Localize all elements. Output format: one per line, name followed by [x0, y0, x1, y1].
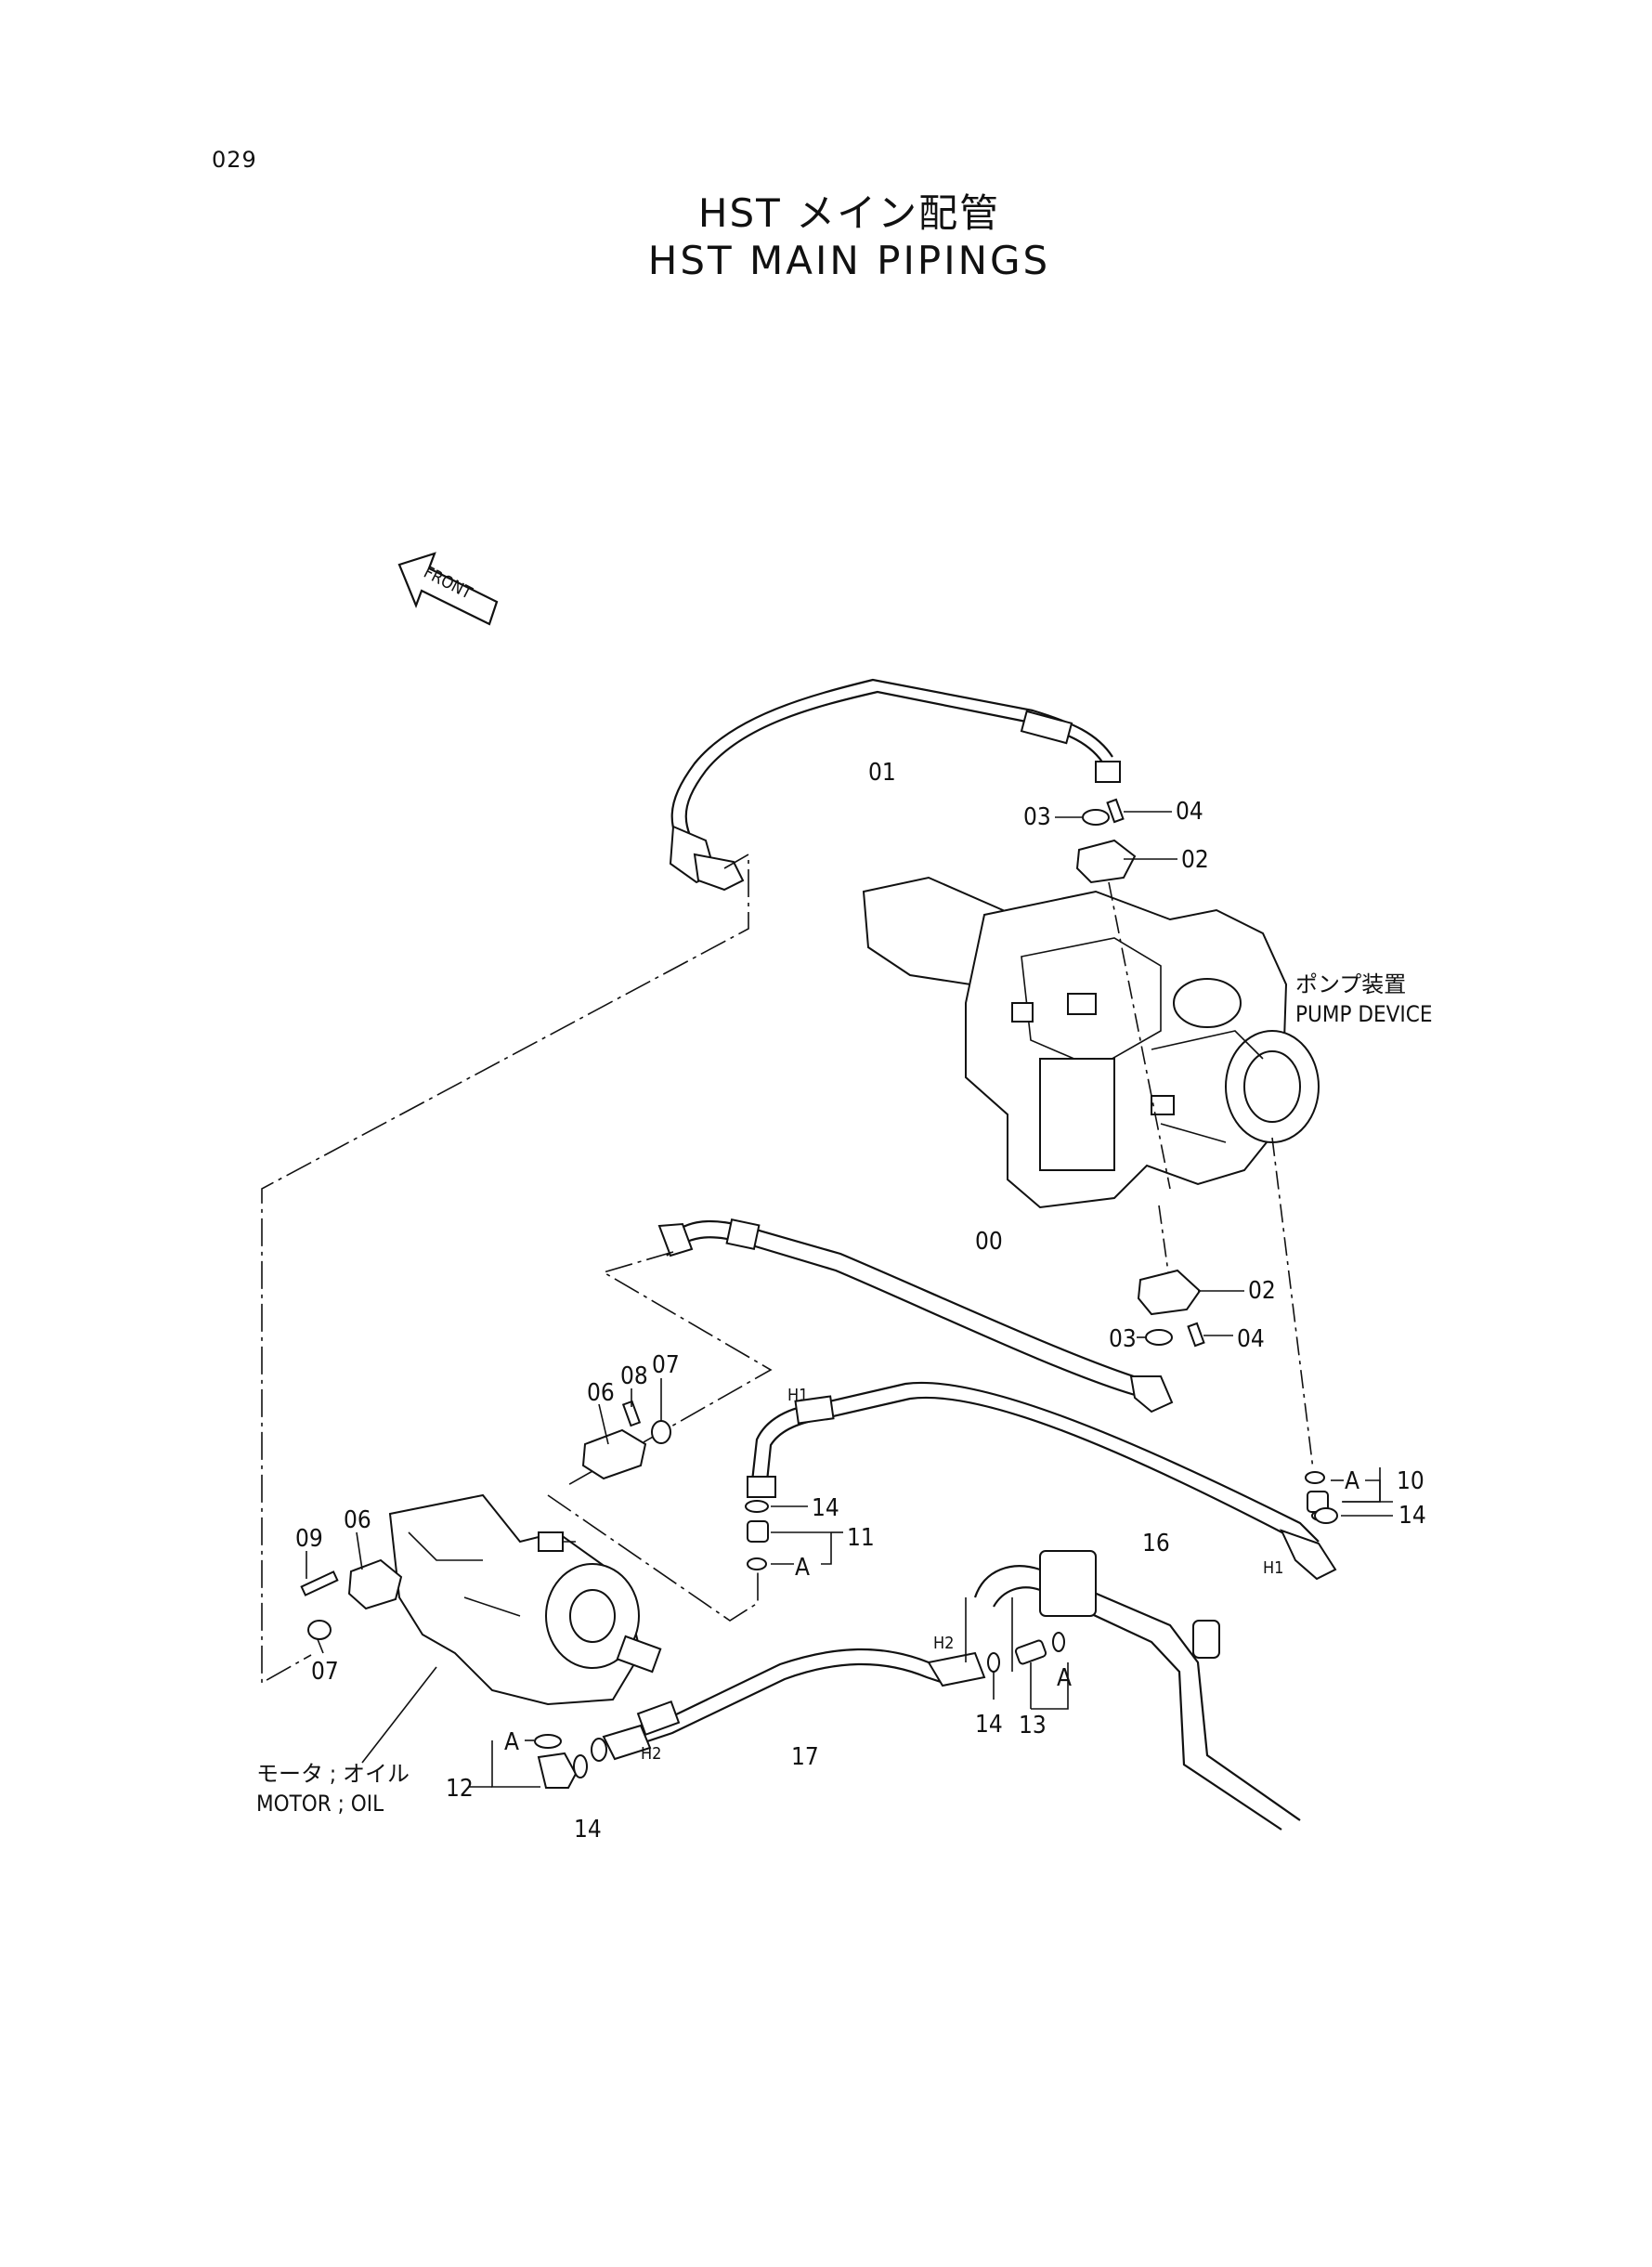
- marker-a-11: A: [795, 1554, 810, 1582]
- callout-17: 17: [791, 1743, 819, 1771]
- callout-06-right: 06: [587, 1379, 615, 1407]
- marker-h2-right: H2: [933, 1634, 954, 1653]
- fitting-13: [987, 1632, 1069, 1710]
- fitting-10: [1271, 1137, 1393, 1524]
- callout-03-lower: 03: [1109, 1325, 1137, 1353]
- title-english: HST MAIN PIPINGS: [647, 238, 1051, 283]
- flange-02-upper: [1055, 798, 1177, 1190]
- callout-13: 13: [1019, 1712, 1047, 1739]
- callout-14-lower-left: 14: [574, 1816, 602, 1844]
- marker-a-13: A: [1057, 1664, 1072, 1692]
- marker-a-12: A: [504, 1728, 519, 1756]
- callout-02-lower: 02: [1248, 1277, 1276, 1305]
- pump-device: [862, 876, 1320, 1209]
- marker-a-10: A: [1345, 1467, 1359, 1495]
- callout-08: 08: [620, 1362, 648, 1390]
- pipe-00: [657, 1218, 1174, 1414]
- title-japanese: HST メイン配管: [697, 190, 1001, 236]
- fitting-11: [745, 1500, 843, 1570]
- callout-11: 11: [847, 1524, 875, 1552]
- callout-14-mid: 14: [812, 1494, 839, 1522]
- callout-01: 01: [868, 759, 896, 787]
- flange-02-lower: [1137, 1205, 1244, 1348]
- pipe-16: [747, 1381, 1337, 1581]
- flange-06-right: [581, 1378, 671, 1480]
- front-label: FRONT: [421, 563, 475, 604]
- callout-04-upper: 04: [1176, 798, 1203, 826]
- pipe-17: [591, 1648, 986, 1762]
- callout-10: 10: [1397, 1467, 1424, 1495]
- motor-label-jp: モータ ; オイル: [256, 1761, 410, 1787]
- callout-02-upper: 02: [1181, 846, 1209, 874]
- callout-14-lower-right: 14: [975, 1711, 1003, 1739]
- fitting-12: [469, 1734, 588, 1789]
- callout-09: 09: [295, 1525, 323, 1553]
- marker-h1-left: H1: [787, 1386, 808, 1405]
- page-number: 029: [212, 147, 257, 173]
- marker-h2-left: H2: [641, 1744, 661, 1764]
- front-arrow-icon: FRONT: [397, 552, 499, 626]
- callout-07-lower: 07: [311, 1658, 339, 1686]
- callout-16: 16: [1142, 1530, 1170, 1557]
- callout-06-left: 06: [344, 1506, 371, 1534]
- pump-label-jp: ポンプ装置: [1295, 971, 1406, 997]
- pipe-01: [669, 678, 1121, 892]
- callout-12: 12: [446, 1775, 474, 1803]
- marker-h1-right: H1: [1263, 1558, 1283, 1578]
- callout-04-lower: 04: [1237, 1325, 1265, 1353]
- callout-07-upper: 07: [652, 1351, 680, 1379]
- callout-03-upper: 03: [1023, 803, 1051, 831]
- callout-14-right: 14: [1398, 1502, 1426, 1530]
- oil-motor: [388, 1493, 662, 1706]
- pump-label-en: PUMP DEVICE: [1295, 1001, 1432, 1027]
- valve-block-right: [965, 1550, 1301, 1831]
- motor-label-en: MOTOR ; OIL: [256, 1791, 384, 1817]
- callout-00: 00: [975, 1228, 1003, 1256]
- flange-06-left: [300, 1531, 403, 1654]
